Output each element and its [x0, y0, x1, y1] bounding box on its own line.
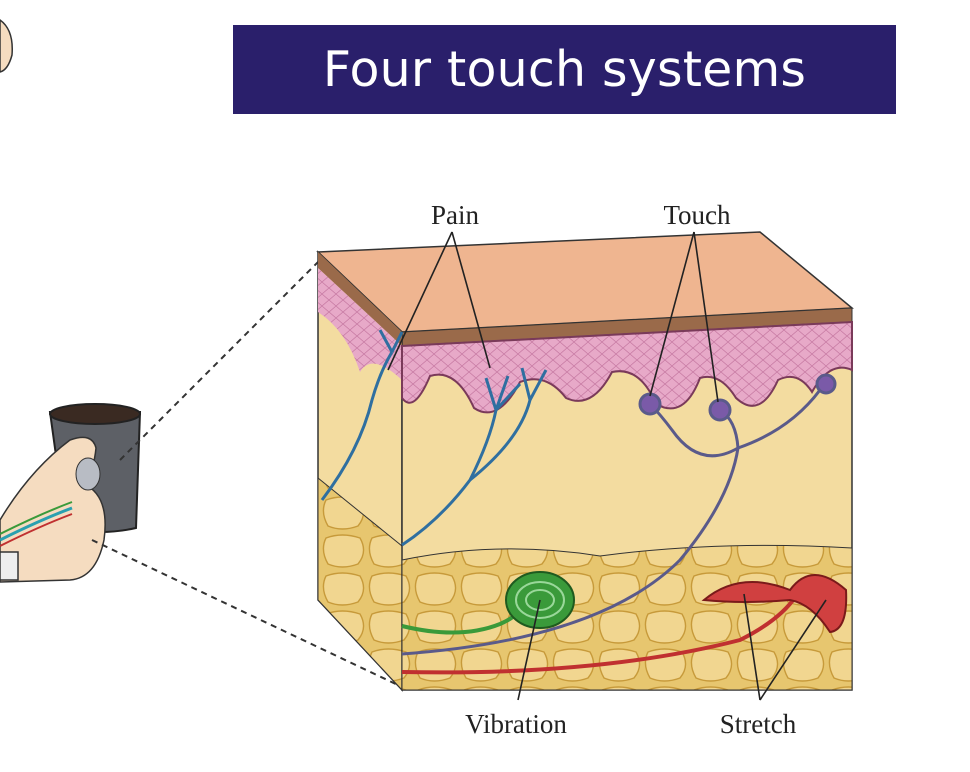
magnification-lines [91, 257, 401, 687]
label-stretch: Stretch [720, 709, 797, 739]
label-pain: Pain [431, 200, 480, 230]
label-touch: Touch [663, 200, 731, 230]
pain-nerves [320, 329, 548, 547]
stretch-receptor [401, 574, 848, 675]
label-vibration: Vibration [465, 709, 567, 739]
title-banner: Four touch systems [233, 25, 896, 114]
slide-title: Four touch systems [322, 41, 807, 98]
label-leaders [387, 231, 827, 701]
hand-holding-cup [0, 19, 142, 583]
touch-nerves [401, 373, 837, 656]
